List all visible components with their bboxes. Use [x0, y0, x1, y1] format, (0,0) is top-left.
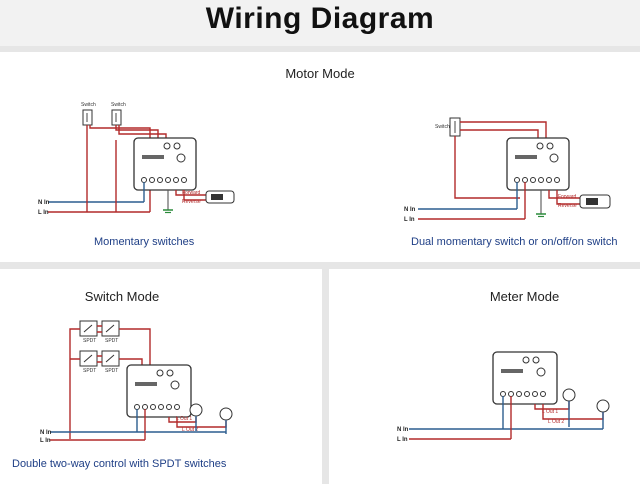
spdt-switch-group — [79, 320, 120, 367]
bulb-2 — [219, 407, 233, 421]
l-in-label-left: L In — [38, 210, 49, 216]
forward-label-left: Forward — [182, 190, 201, 196]
motor-left-diagram: Switch Switch Forward — [38, 102, 235, 216]
switch-mode-title: Switch Mode — [84, 289, 160, 304]
switch-mode-diagram: SPDT SPDT SPDT SPDT L Out 1 L Out 2 N In — [40, 320, 233, 444]
spdt-label-1: SPDT — [83, 338, 96, 344]
bulb-meter-1 — [562, 388, 576, 402]
bulb-1 — [189, 403, 203, 417]
l-out-1-label-switch: L Out 1 — [176, 416, 192, 422]
reverse-label-left: Reverse — [182, 199, 201, 205]
spdt-label-2: SPDT — [105, 338, 118, 344]
l-in-label-switch: L In — [40, 438, 51, 444]
bulb-meter-2 — [596, 399, 610, 413]
l-out-2-label-meter: L Out 2 — [548, 419, 564, 425]
relay-module-right — [506, 137, 570, 191]
spdt-label-3: SPDT — [83, 368, 96, 374]
motor-mode-diagram: Switch Switch Forward — [38, 102, 611, 223]
spdt-caption: Double two-way control with SPDT switche… — [12, 458, 227, 470]
l-in-label-right: L In — [404, 217, 415, 223]
motor-right-diagram: Switch Forward Reverse — [404, 117, 611, 223]
motor-mode-panel: Motor Mode Switch Switch — [0, 52, 640, 262]
n-in-label-switch: N In — [40, 430, 52, 436]
switch-2-label: Switch — [111, 102, 126, 108]
switch-1-label: Switch — [81, 102, 96, 108]
relay-module-meter — [492, 351, 558, 405]
spdt-label-4: SPDT — [105, 368, 118, 374]
switch-mode-panel: Switch Mode SPDT SPDT SPDT SPDT L O — [0, 269, 322, 484]
relay-module-switch — [126, 364, 192, 418]
page-title: Wiring Diagram — [205, 2, 435, 35]
n-in-label-left: N In — [38, 200, 50, 206]
n-in-label-meter: N In — [397, 427, 409, 433]
l-in-label-meter: L In — [397, 437, 408, 443]
relay-module-left — [133, 137, 197, 191]
n-in-label-right: N In — [404, 207, 416, 213]
momentary-switches-caption: Momentary switches — [94, 236, 195, 248]
meter-mode-panel: Meter Mode L Out 1 L Out 2 N In L In — [329, 269, 640, 484]
dual-switch-caption: Dual momentary switch or on/off/on switc… — [411, 236, 618, 248]
forward-label-right: Forward — [558, 194, 577, 200]
motor-mode-title: Motor Mode — [285, 66, 355, 81]
switch-label-right: Switch — [435, 124, 450, 130]
meter-mode-diagram: L Out 1 L Out 2 N In L In — [397, 351, 610, 443]
l-out-2-label-switch: L Out 2 — [182, 427, 198, 433]
title-bar: Wiring Diagram — [0, 0, 640, 46]
meter-mode-title: Meter Mode — [489, 289, 560, 304]
reverse-label-right: Reverse — [558, 203, 577, 209]
l-out-1-label-meter: L Out 1 — [542, 409, 558, 415]
